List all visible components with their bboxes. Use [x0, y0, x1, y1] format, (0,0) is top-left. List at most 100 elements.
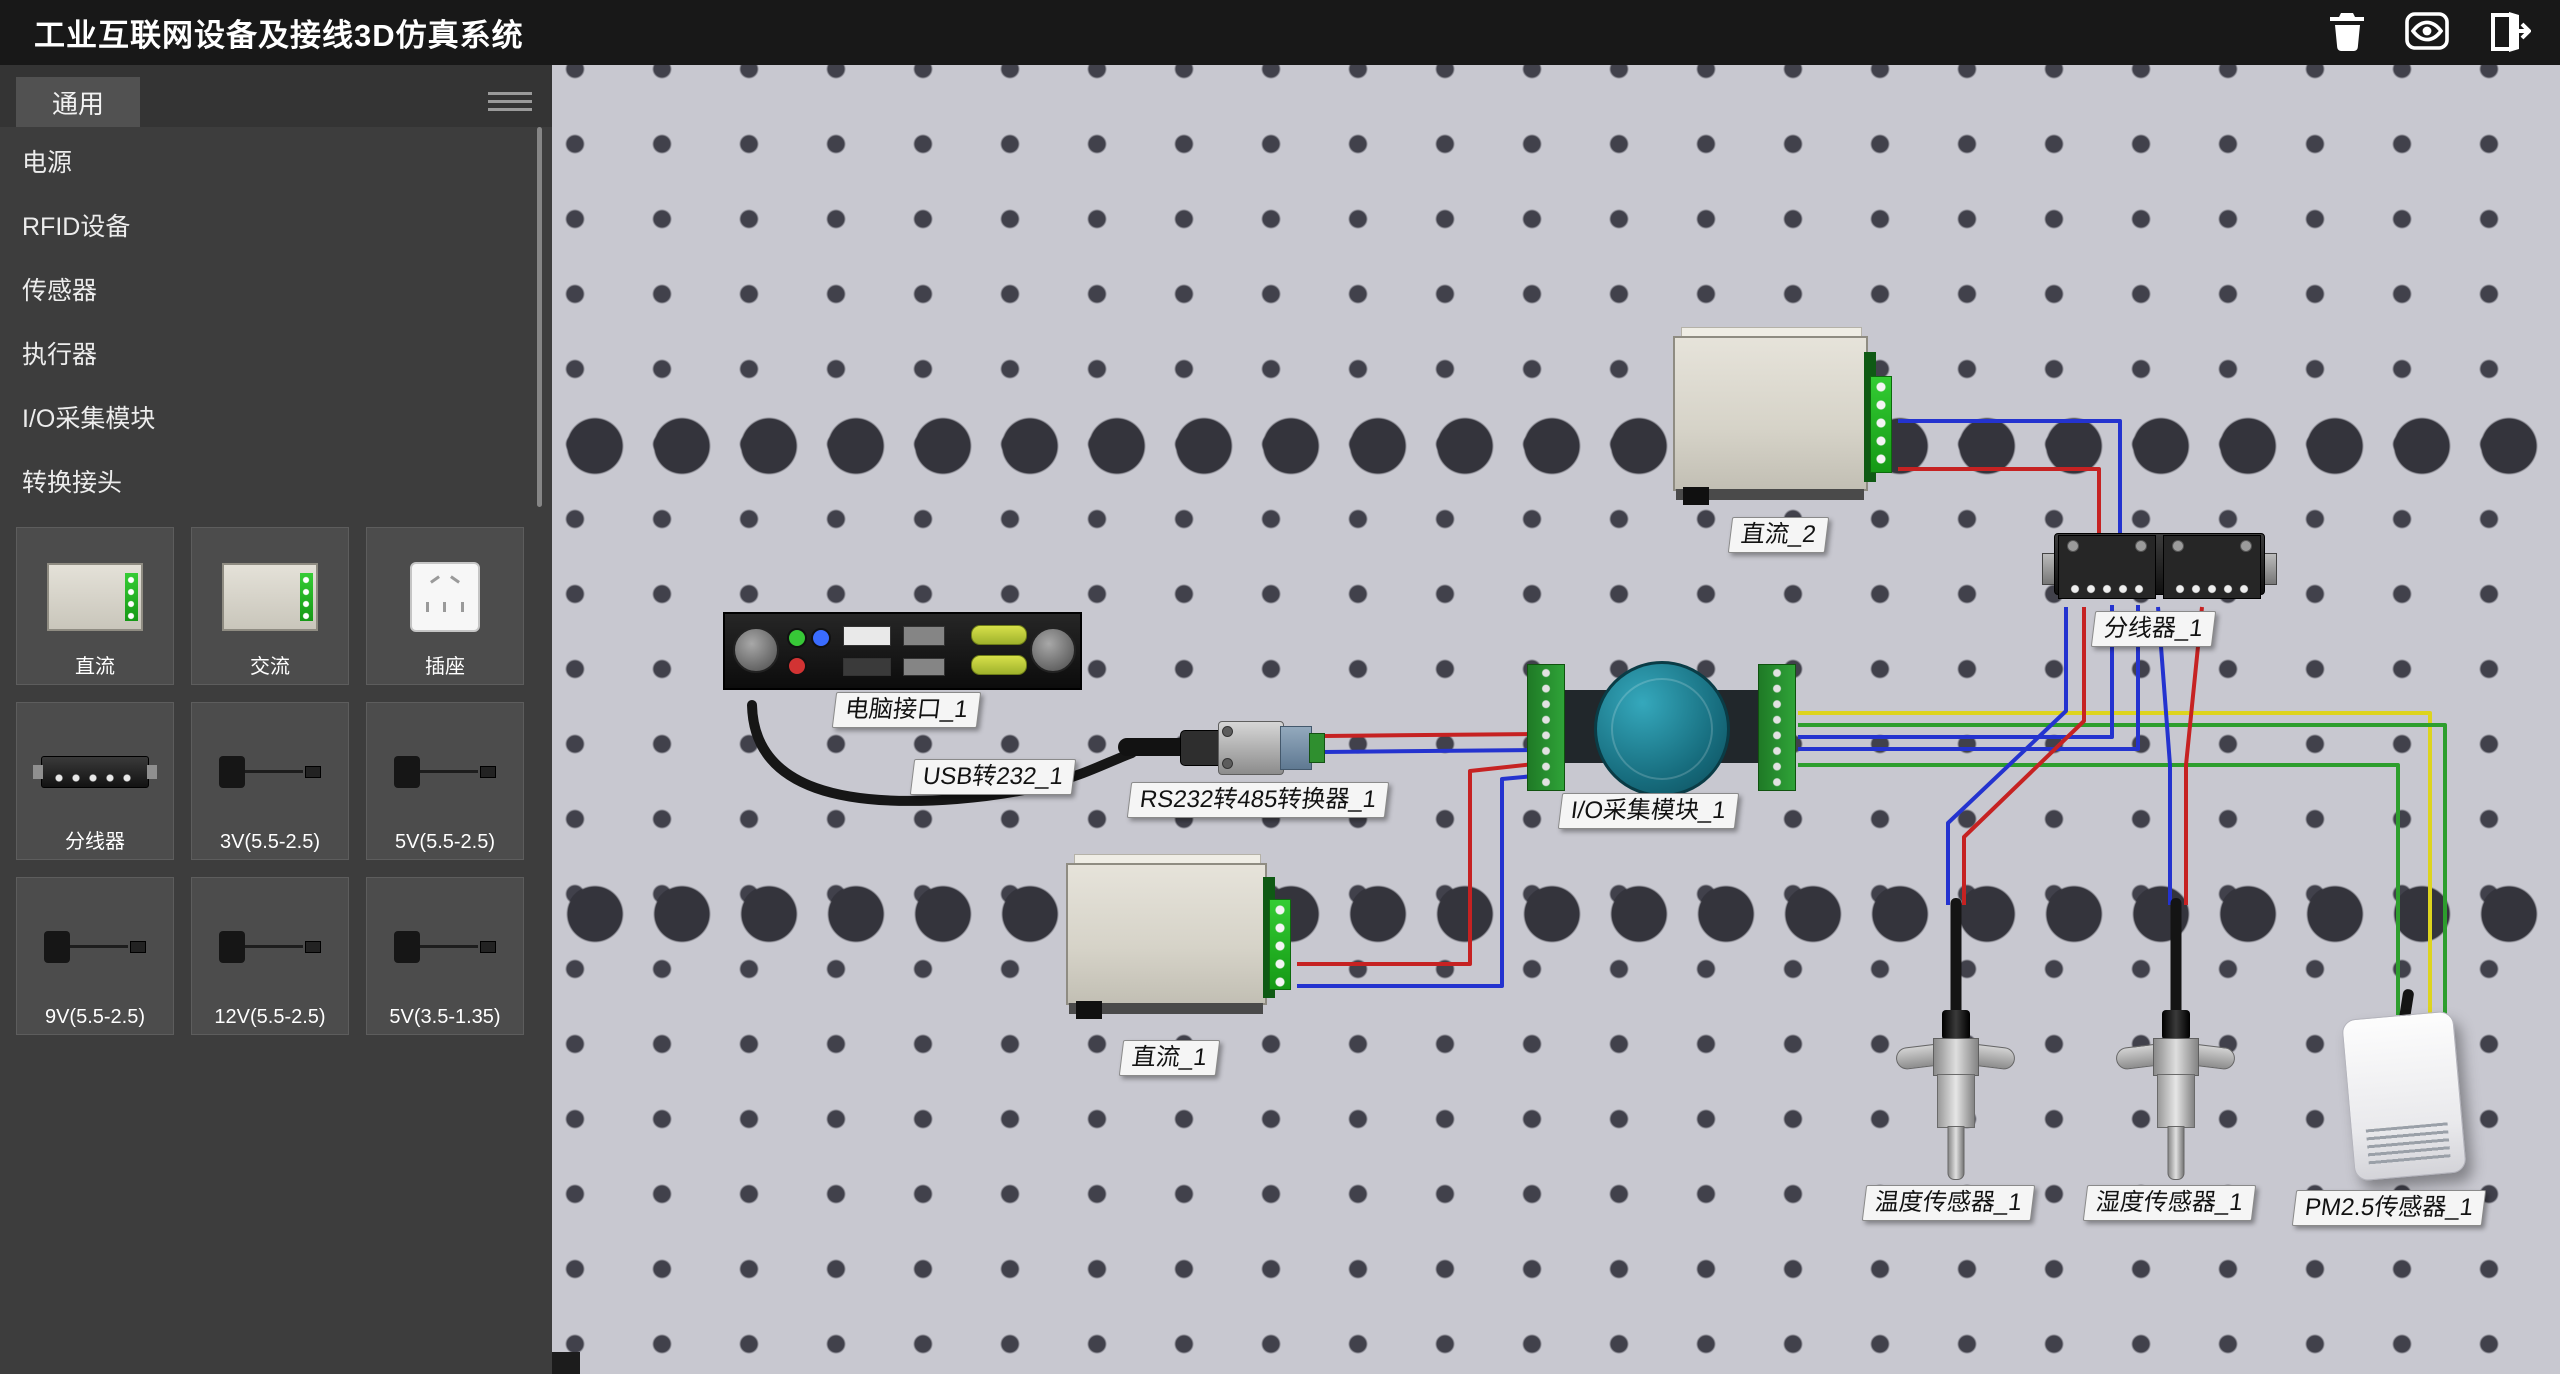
- palette-item-9v[interactable]: 9V(5.5-2.5): [16, 877, 174, 1035]
- device-humidity-sensor[interactable]: [2114, 898, 2237, 1180]
- device-serial-converter[interactable]: [1118, 713, 1325, 780]
- palette-item-3v[interactable]: 3V(5.5-2.5): [191, 702, 349, 860]
- hex-nut: [1932, 1038, 1979, 1076]
- psu-inlet: [1683, 487, 1709, 505]
- device-tag: PM2.5传感器_1: [2291, 1190, 2487, 1226]
- wire: [1898, 419, 2122, 533]
- sidebar-item-actuator[interactable]: 执行器: [22, 341, 98, 369]
- cable-gland: [1941, 1010, 1970, 1040]
- sidebar-item-sensor[interactable]: 传感器: [22, 277, 98, 305]
- hex-nut: [2152, 1038, 2199, 1076]
- device-tag: 直流_2: [1727, 517, 1829, 553]
- device-tag: 湿度传感器_1: [2082, 1185, 2256, 1221]
- port: [843, 658, 891, 676]
- wire: [1297, 762, 1535, 966]
- device-dc-power-2[interactable]: [1673, 327, 1894, 507]
- psu-terminal-strip: [1269, 899, 1291, 990]
- palette-item-socket[interactable]: 插座: [366, 527, 524, 685]
- knurl-knob: [1030, 627, 1076, 673]
- palette-item-splitter[interactable]: 分线器: [16, 702, 174, 860]
- sidebar-item-io-module[interactable]: I/O采集模块: [22, 405, 156, 433]
- palette-item-5v[interactable]: 5V(5.5-2.5): [366, 702, 524, 860]
- wiring-layer: [747, 419, 2447, 1017]
- splitter-module: [2163, 535, 2261, 599]
- converter-pcb: [1309, 733, 1325, 763]
- device-tag: I/O采集模块_1: [1557, 793, 1739, 829]
- device-dc-power-1[interactable]: [1066, 854, 1293, 1021]
- wire: [1798, 711, 2432, 1015]
- device-tag: USB转232_1: [909, 759, 1077, 795]
- splitter-thumb-icon: [33, 755, 157, 788]
- wire: [747, 700, 1137, 806]
- device-tag: RS232转485转换器_1: [1126, 782, 1390, 818]
- pegboard-hole-row: [552, 877, 2560, 952]
- wire: [1898, 467, 2101, 533]
- knurl-knob: [733, 627, 779, 673]
- sidebar-item-power[interactable]: 电源: [22, 149, 73, 177]
- topbar: 工业互联网设备及接线3D仿真系统: [0, 0, 2560, 65]
- category-menu: 电源 RFID设备 传感器 执行器 I/O采集模块 转换接头: [0, 131, 552, 515]
- psu-terminal-strip: [1870, 375, 1892, 473]
- device-temperature-sensor[interactable]: [1894, 898, 2017, 1180]
- dsub-face: [1280, 726, 1312, 770]
- probe-tip: [2167, 1126, 2184, 1180]
- component-sidebar: 通用 电源 RFID设备 传感器 执行器 I/O采集模块 转换接头 直流 交流 …: [0, 65, 552, 1374]
- tab-general[interactable]: 通用: [16, 77, 140, 127]
- view-button[interactable]: [2400, 6, 2454, 60]
- palette-label: 5V(5.5-2.5): [394, 831, 496, 853]
- canvas-corner-handle: [552, 1352, 580, 1374]
- wire: [2156, 606, 2172, 905]
- palette-item-dc[interactable]: 直流: [16, 527, 174, 685]
- device-tag: 电脑接口_1: [831, 692, 981, 728]
- adapter-thumb-icon: [390, 748, 500, 796]
- io-round-board: [1593, 661, 1730, 797]
- device-splitter[interactable]: [2042, 527, 2277, 607]
- palette-label: 分线器: [65, 831, 125, 853]
- audio-jack-blue: [811, 628, 831, 648]
- menu-icon[interactable]: [488, 87, 532, 111]
- exit-button[interactable]: [2480, 6, 2534, 60]
- audio-jack-red: [787, 656, 807, 676]
- terminal-strip-left: [1527, 664, 1565, 791]
- wire: [1323, 732, 1535, 738]
- terminal-strip-right: [1758, 664, 1796, 791]
- palette-item-5v-mini[interactable]: 5V(3.5-1.35): [366, 877, 524, 1035]
- probe-tip: [1947, 1126, 1964, 1180]
- palette-item-ac[interactable]: 交流: [191, 527, 349, 685]
- device-tag: 直流_1: [1118, 1040, 1220, 1076]
- cable-gland: [2161, 1010, 2190, 1040]
- device-computer-interface[interactable]: [723, 612, 1082, 690]
- palette-label: 交流: [250, 656, 290, 678]
- psu-inlet: [1076, 1001, 1102, 1019]
- sidebar-item-adapter[interactable]: 转换接头: [22, 469, 123, 497]
- psu-body: [1673, 336, 1868, 491]
- wire: [1962, 607, 2086, 905]
- component-palette: 直流 交流 插座 分线器 3V(5.5-2.5) 5V(5.5-2.5): [16, 527, 524, 1035]
- palette-label: 直流: [75, 656, 115, 678]
- palette-label: 3V(5.5-2.5): [219, 831, 321, 853]
- device-io-module[interactable]: [1527, 658, 1796, 797]
- palette-label: 5V(3.5-1.35): [389, 1006, 501, 1028]
- wire: [1323, 748, 1535, 754]
- adapter-thumb-icon: [215, 748, 325, 796]
- palette-label: 9V(5.5-2.5): [44, 1006, 146, 1028]
- screw: [1222, 726, 1233, 737]
- pegboard-hole-row: [552, 409, 2560, 484]
- eye-icon: [2403, 7, 2451, 60]
- screw: [1222, 758, 1233, 769]
- audio-jack-green: [787, 628, 807, 648]
- sensor-cable: [1950, 898, 1961, 1020]
- sidebar-scrollbar[interactable]: [537, 127, 542, 507]
- dc-power-thumb-icon: [47, 562, 143, 631]
- sensor-body: [1936, 1074, 1975, 1128]
- palette-item-12v[interactable]: 12V(5.5-2.5): [191, 877, 349, 1035]
- port: [843, 626, 891, 646]
- workspace-canvas[interactable]: 直流_2 电脑接口_1 USB转232_1 RS232转48: [552, 65, 2560, 1374]
- sidebar-item-rfid[interactable]: RFID设备: [22, 213, 131, 241]
- trash-icon: [2323, 7, 2371, 60]
- wire: [1798, 763, 2400, 1015]
- sensor-cable: [2170, 898, 2181, 1020]
- device-pm25-sensor[interactable]: [2340, 988, 2469, 1192]
- delete-button[interactable]: [2320, 6, 2374, 60]
